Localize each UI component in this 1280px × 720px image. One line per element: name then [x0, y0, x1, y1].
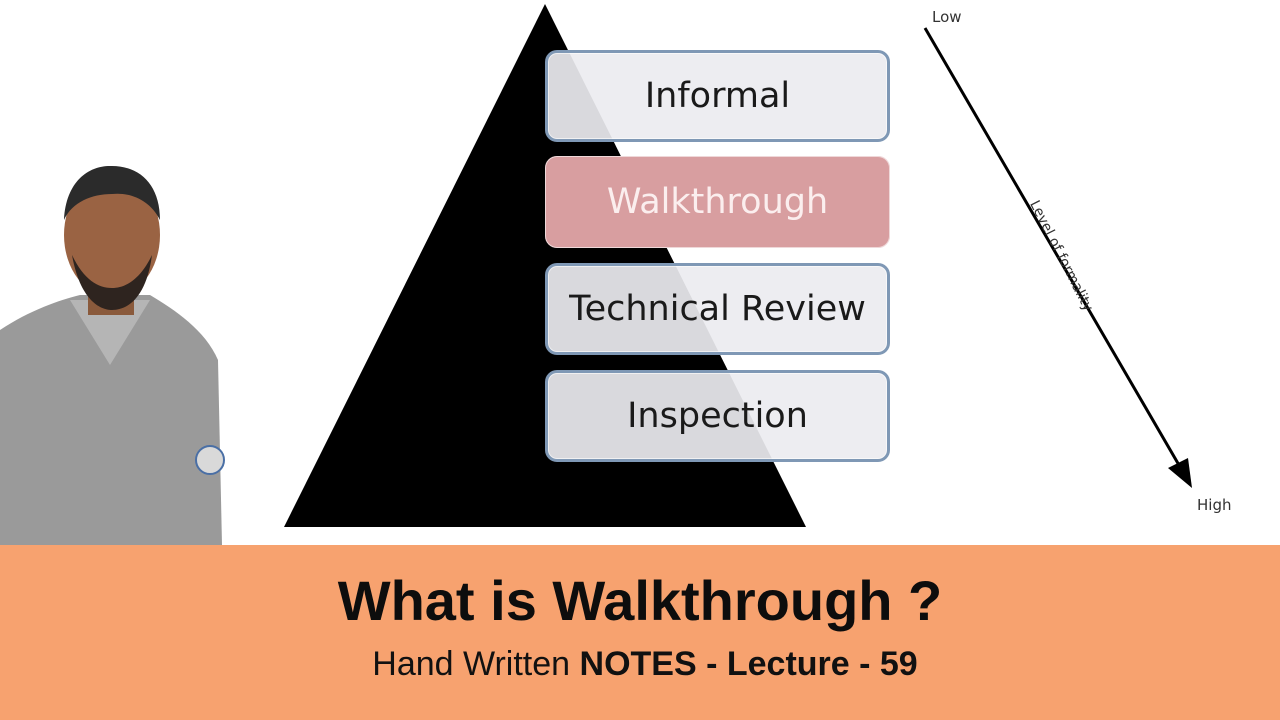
lecture-subtitle: Hand Written NOTES - Lecture - 59: [0, 645, 1280, 684]
level-box-walkthrough: Walkthrough: [545, 156, 890, 248]
formality-arrowhead: [1168, 458, 1192, 488]
formality-low-label: Low: [932, 8, 962, 26]
subtitle-bold: NOTES - Lecture - 59: [579, 645, 918, 683]
level-box-informal: Informal: [545, 50, 890, 142]
level-box-technical-review: Technical Review: [545, 263, 890, 355]
title-banner: [0, 545, 1280, 720]
presenter-photo: [0, 165, 225, 545]
lecture-title: What is Walkthrough ?: [337, 569, 943, 632]
formality-arrow-line: [923, 27, 1185, 473]
subtitle-prefix: Hand Written: [372, 645, 580, 683]
diagram-area: Informal Walkthrough Technical Review In…: [0, 4, 1232, 545]
level-box-inspection: Inspection: [545, 370, 890, 462]
formality-high-label: High: [1197, 496, 1232, 514]
